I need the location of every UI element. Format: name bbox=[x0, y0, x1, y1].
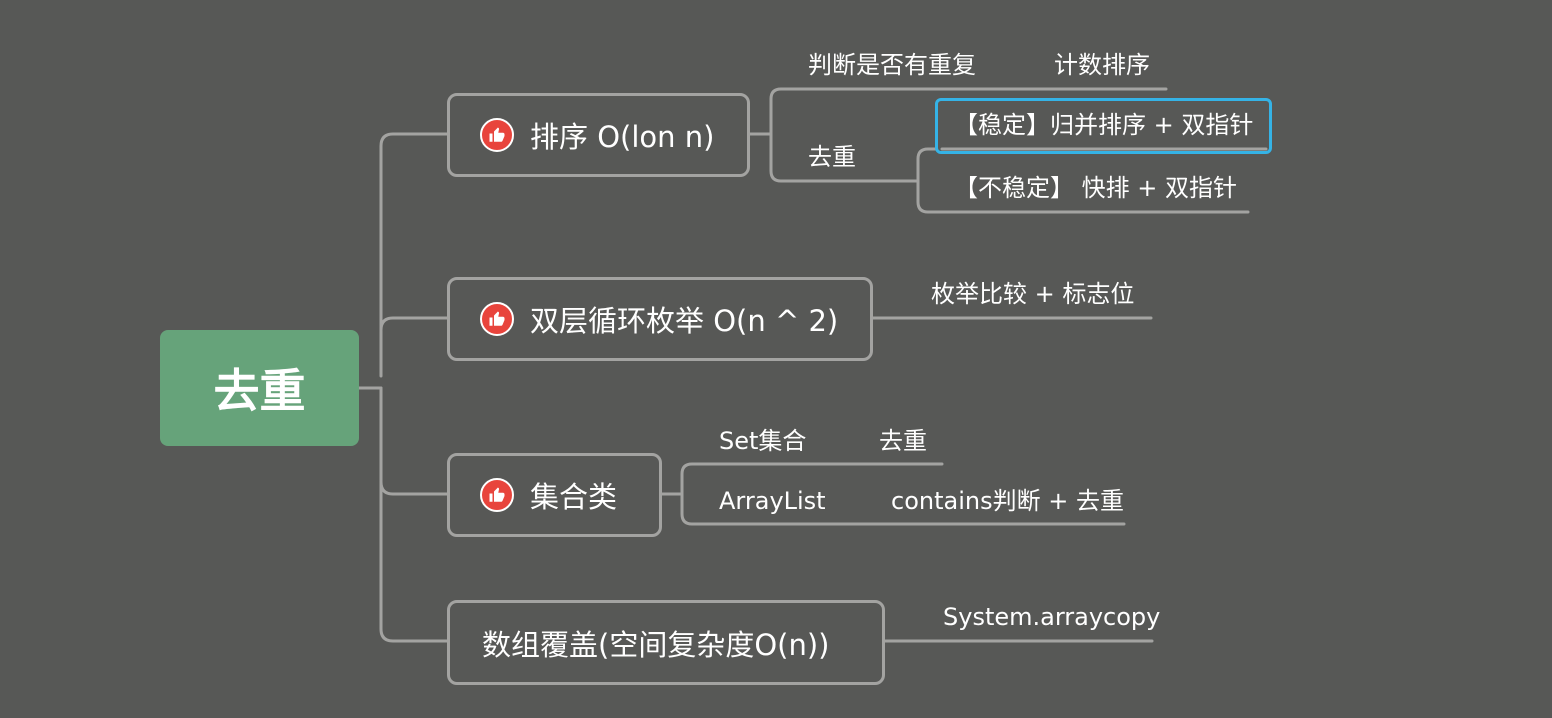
connector-b3-lower bbox=[680, 492, 1126, 526]
leaf-check-duplicates[interactable]: 判断是否有重复 bbox=[808, 51, 976, 79]
branch-array-overwrite[interactable]: 数组覆盖(空间复杂度O(n)) bbox=[447, 600, 885, 685]
connector-b1-lower bbox=[769, 132, 920, 183]
leaf-dedup[interactable]: 去重 bbox=[808, 143, 856, 171]
leaf-contains-dedup[interactable]: contains判断 + 去重 bbox=[891, 487, 1124, 515]
leaf-enumerate-compare[interactable]: 枚举比较 + 标志位 bbox=[931, 280, 1135, 308]
connector-trunk-top bbox=[379, 132, 449, 378]
thumbs-up-icon bbox=[480, 478, 514, 512]
branch-sort-label: 排序 O(lon n) bbox=[530, 120, 715, 154]
connector-branch-2 bbox=[379, 316, 449, 332]
leaf-merge-sort-two-pointers[interactable]: 【稳定】归并排序 + 双指针 bbox=[954, 111, 1254, 139]
connector-branch-3 bbox=[379, 480, 449, 496]
leaf-counting-sort[interactable]: 计数排序 bbox=[1054, 51, 1150, 79]
thumbs-up-icon bbox=[480, 118, 514, 152]
leaf-quick-sort-two-pointers[interactable]: 【不稳定】 快排 + 双指针 bbox=[954, 174, 1237, 202]
branch-collections[interactable]: 集合类 bbox=[447, 453, 662, 537]
thumbs-up-icon bbox=[480, 302, 514, 336]
connector-trunk-bottom bbox=[379, 386, 449, 643]
leaf-arraylist[interactable]: ArrayList bbox=[719, 487, 826, 515]
root-node[interactable]: 去重 bbox=[160, 330, 359, 446]
connector-b1-dedup-bottom bbox=[916, 179, 1250, 214]
branch-sort[interactable]: 排序 O(lon n) bbox=[447, 93, 750, 177]
leaf-set[interactable]: Set集合 bbox=[719, 427, 807, 455]
selected-node-highlight[interactable] bbox=[935, 98, 1272, 154]
branch-double-loop-label: 双层循环枚举 O(n ^ 2) bbox=[530, 304, 839, 338]
connector-b3-upper bbox=[680, 462, 944, 496]
root-label: 去重 bbox=[213, 364, 306, 418]
branch-array-overwrite-label: 数组覆盖(空间复杂度O(n)) bbox=[482, 627, 830, 662]
leaf-system-arraycopy[interactable]: System.arraycopy bbox=[943, 603, 1161, 631]
connector-b1-upper bbox=[769, 87, 1168, 136]
leaf-set-dedup[interactable]: 去重 bbox=[879, 427, 927, 455]
connector-b1-dedup-top bbox=[916, 147, 937, 183]
branch-collections-label: 集合类 bbox=[530, 480, 618, 514]
branch-double-loop[interactable]: 双层循环枚举 O(n ^ 2) bbox=[447, 277, 873, 361]
